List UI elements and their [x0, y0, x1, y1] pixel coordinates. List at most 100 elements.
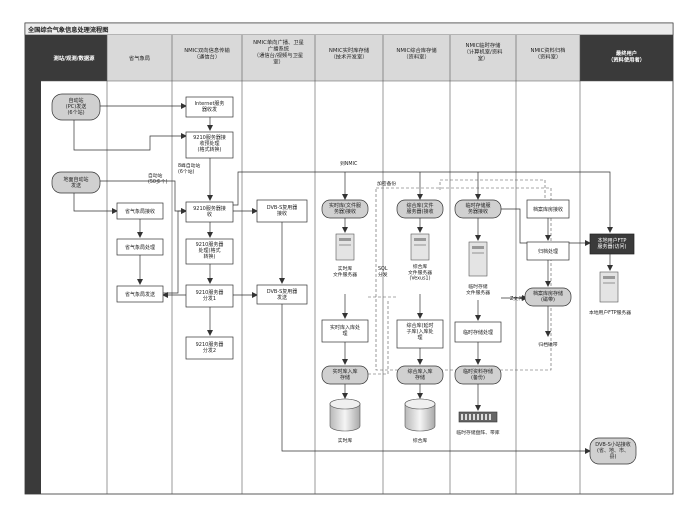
- node-cb-store: 综合库入库存储: [396, 365, 444, 385]
- label-50-sites: 自动站(50多个): [148, 172, 168, 185]
- label-to-nmic: 到NMIC: [340, 160, 358, 167]
- node-rt-db: 实时库: [329, 398, 361, 444]
- svg-text:综合库入库存储: 综合库入库存储: [407, 368, 432, 381]
- lane-header-temp: NMIC临时存储（计算机室/资料室）: [464, 41, 504, 62]
- node-cb-db: 综合库: [404, 398, 436, 444]
- lane-header-province: 省气象局: [129, 54, 150, 62]
- svg-text:临时存储盘阵、带库: 临时存储盘阵、带库: [456, 429, 499, 436]
- svg-text:综合库(文件服务器)接收: 综合库(文件服务器)接收: [407, 202, 434, 215]
- label-z-file: Z文件: [510, 295, 523, 302]
- lane-header-nmic-comm: NMIC双向信息传输（通信台）: [184, 46, 230, 60]
- svg-text:本地用户FTP服务器(访问): 本地用户FTP服务器(访问): [598, 237, 627, 250]
- lane-header-source: 测站/观测/数据源: [54, 54, 96, 62]
- node-rt-proc: 实时库入库处理: [321, 319, 369, 343]
- lane-header-bg-6: [383, 35, 450, 81]
- svg-text:本地用户FTP服务器: 本地用户FTP服务器: [589, 309, 631, 316]
- svg-text:实时库(文件服务器)接收: 实时库(文件服务器)接收: [329, 202, 361, 215]
- svg-text:DVB-S复用器发送: DVB-S复用器发送: [267, 288, 298, 301]
- node-rt-store: 实时库入库存储: [321, 365, 369, 385]
- node-arc-recv: 档案库房接收: [526, 199, 570, 219]
- lane-separators: [41, 35, 673, 494]
- lane-header-bg-4: [242, 35, 315, 81]
- lane-header-bg-9: [580, 35, 673, 81]
- dashed-connectors: [368, 179, 552, 375]
- svg-text:归档磁带: 归档磁带: [538, 341, 557, 348]
- svg-text:9210服务器分发1: 9210服务器分发1: [196, 289, 224, 302]
- node-prov-proc: 省气象局处理: [116, 238, 164, 256]
- lane-header-bg-3: [172, 35, 242, 81]
- svg-text:实时库: 实时库: [338, 437, 353, 444]
- label-backup: 加密备份: [377, 180, 396, 187]
- diagram-title: 全国综合气象信息处理流程图: [27, 26, 108, 34]
- lane-header-realtime: NMIC实时库存储（技术开发室）: [329, 46, 370, 60]
- svg-text:9210服务器接收: 9210服务器接收: [193, 205, 226, 218]
- node-tmp-store: 临时资料存储(备份): [454, 365, 502, 385]
- lane-header-users: 最终用户（资料使用者）: [608, 49, 645, 63]
- svg-text:综合库: 综合库: [413, 437, 428, 444]
- lane-header-bg-8: [516, 35, 580, 81]
- node-arc-store: 档案库房存储(磁带): [524, 287, 572, 307]
- node-rt-recv: 实时库(文件服务器)接收: [321, 199, 369, 219]
- node-src-ground: 地面自动站发送: [51, 171, 101, 194]
- lane-header-comprehensive: NMIC综合库存储（资料室）: [396, 46, 437, 60]
- node-arc-media: 归档磁带: [538, 341, 557, 348]
- svg-text:地面自动站发送: 地面自动站发送: [63, 176, 88, 189]
- svg-text:DVB-S小站接收(省、地、市、县): DVB-S小站接收(省、地、市、县): [595, 441, 631, 460]
- node-src-pc: 自动站(PC)发送(6个站): [51, 93, 101, 121]
- label-6-sites: 8峰自动站(6个站): [178, 162, 200, 175]
- lane-header-broadcast: NMIC单向广播、卫星广播系统（通信台/视频与卫星室）: [253, 38, 304, 65]
- svg-text:档案库房存储(磁带): 档案库房存储(磁带): [533, 290, 563, 303]
- svg-text:归档处理: 归档处理: [538, 248, 558, 255]
- node-dvb-send: DVB-S复用器发送: [256, 284, 308, 305]
- svg-text:自动站(PC)发送(6个站): 自动站(PC)发送(6个站): [66, 97, 86, 116]
- svg-text:档案库房接收: 档案库房接收: [533, 206, 563, 213]
- svg-text:Internet服务器收发: Internet服务器收发: [195, 100, 225, 113]
- node-user-dvb: DVB-S小站接收(省、地、市、县): [589, 437, 637, 465]
- svg-text:实时库入库处理: 实时库入库处理: [330, 324, 360, 337]
- title-bar: [24, 22, 674, 36]
- lane-header-bg-5: [315, 35, 383, 81]
- node-tmp-tape: 临时存储盘阵、带库: [456, 411, 500, 436]
- svg-text:临时存储处理: 临时存储处理: [463, 329, 493, 336]
- svg-text:省气象局处理: 省气象局处理: [125, 244, 155, 251]
- svg-text:临时存储文件服务器: 临时存储文件服务器: [466, 283, 490, 296]
- svg-text:临时资料存储(备份): 临时资料存储(备份): [463, 368, 493, 381]
- svg-text:实时库文件服务器: 实时库文件服务器: [333, 265, 357, 278]
- lane-headers: [41, 35, 673, 81]
- svg-text:DVB-S复用器接收: DVB-S复用器接收: [267, 204, 298, 217]
- node-nmic-9210-proc: 9210服务器处理(格式转换): [185, 238, 234, 265]
- node-nmic-9210-d1: 9210服务器分发1: [185, 284, 234, 308]
- svg-text:省气象局发送: 省气象局发送: [125, 291, 155, 298]
- lane-header-bg-1: [41, 35, 107, 81]
- node-nmic-internet: Internet服务器收发: [185, 96, 234, 118]
- node-cb-proc: 综合库(延时子库)入库处理: [396, 319, 444, 349]
- node-nmic-9210-recv: 9210服务器接收: [185, 201, 234, 223]
- svg-text:综合库文件服务器(Vexus1): 综合库文件服务器(Vexus1): [408, 263, 432, 282]
- svg-text:9210服务器处理(格式转换): 9210服务器处理(格式转换): [196, 241, 224, 260]
- svg-text:9210服务器接收预处理(格式转换): 9210服务器接收预处理(格式转换): [193, 134, 226, 153]
- node-tmp-server: 临时存储文件服务器: [466, 241, 490, 296]
- node-dvb-recv: DVB-S复用器接收: [256, 199, 308, 223]
- node-tmp-recv: 临时存储服务器接收: [454, 199, 502, 219]
- lane-header-bg-7: [450, 35, 516, 81]
- lane-header-archive: NMIC资料归档（资料室）: [531, 46, 566, 60]
- svg-text:省气象局接收: 省气象局接收: [125, 208, 155, 215]
- node-user-server: 本地用户FTP服务器: [589, 271, 631, 316]
- node-nmic-9210-pre: 9210服务器接收预处理(格式转换): [185, 131, 234, 159]
- node-cb-recv: 综合库(文件服务器)接收: [396, 199, 444, 219]
- lane-header-bg-2: [107, 35, 172, 81]
- node-rt-server: 实时库文件服务器: [333, 233, 357, 278]
- node-arc-proc: 归档处理: [526, 241, 570, 261]
- node-nmic-9210-d2: 9210服务器分发2: [185, 336, 234, 360]
- svg-text:实时库入库存储: 实时库入库存储: [332, 368, 357, 381]
- svg-text:9210服务器分发2: 9210服务器分发2: [196, 341, 224, 354]
- node-tmp-proc: 临时存储处理: [454, 321, 502, 343]
- node-prov-send: 省气象局发送: [116, 285, 164, 303]
- node-cb-server: 综合库文件服务器(Vexus1): [408, 233, 432, 282]
- svg-text:综合库(延时子库)入库处理: 综合库(延时子库)入库处理: [407, 322, 434, 341]
- left-strip: [25, 35, 41, 494]
